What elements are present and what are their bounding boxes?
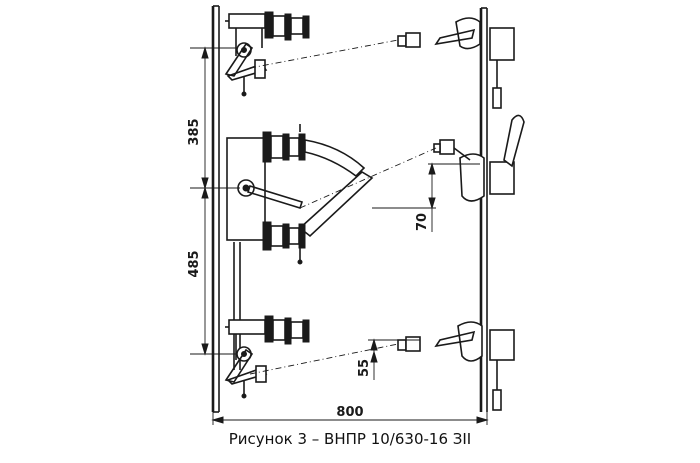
dim-offset-mid: 70 [415, 213, 430, 231]
bottom-pole-right [397, 321, 515, 411]
dim-top-spacing: 385 [187, 118, 202, 145]
top-pole-left [224, 11, 310, 97]
dim-bottom-spacing: 485 [187, 250, 202, 277]
bottom-pole-left [224, 315, 310, 399]
dim-offset-bottom: 55 [357, 359, 372, 377]
centerlines [249, 39, 437, 375]
top-pole-right [397, 17, 515, 109]
figure-caption: Рисунок 3 – ВНПР 10/630-16 ЗII [228, 430, 472, 448]
middle-pole-right [433, 114, 525, 202]
technical-drawing: 385 485 70 55 800 [187, 5, 525, 425]
dim-total-width: 800 [336, 405, 363, 420]
middle-pole-left [226, 124, 374, 370]
dimension-lines [190, 46, 489, 425]
left-frame [211, 5, 220, 413]
